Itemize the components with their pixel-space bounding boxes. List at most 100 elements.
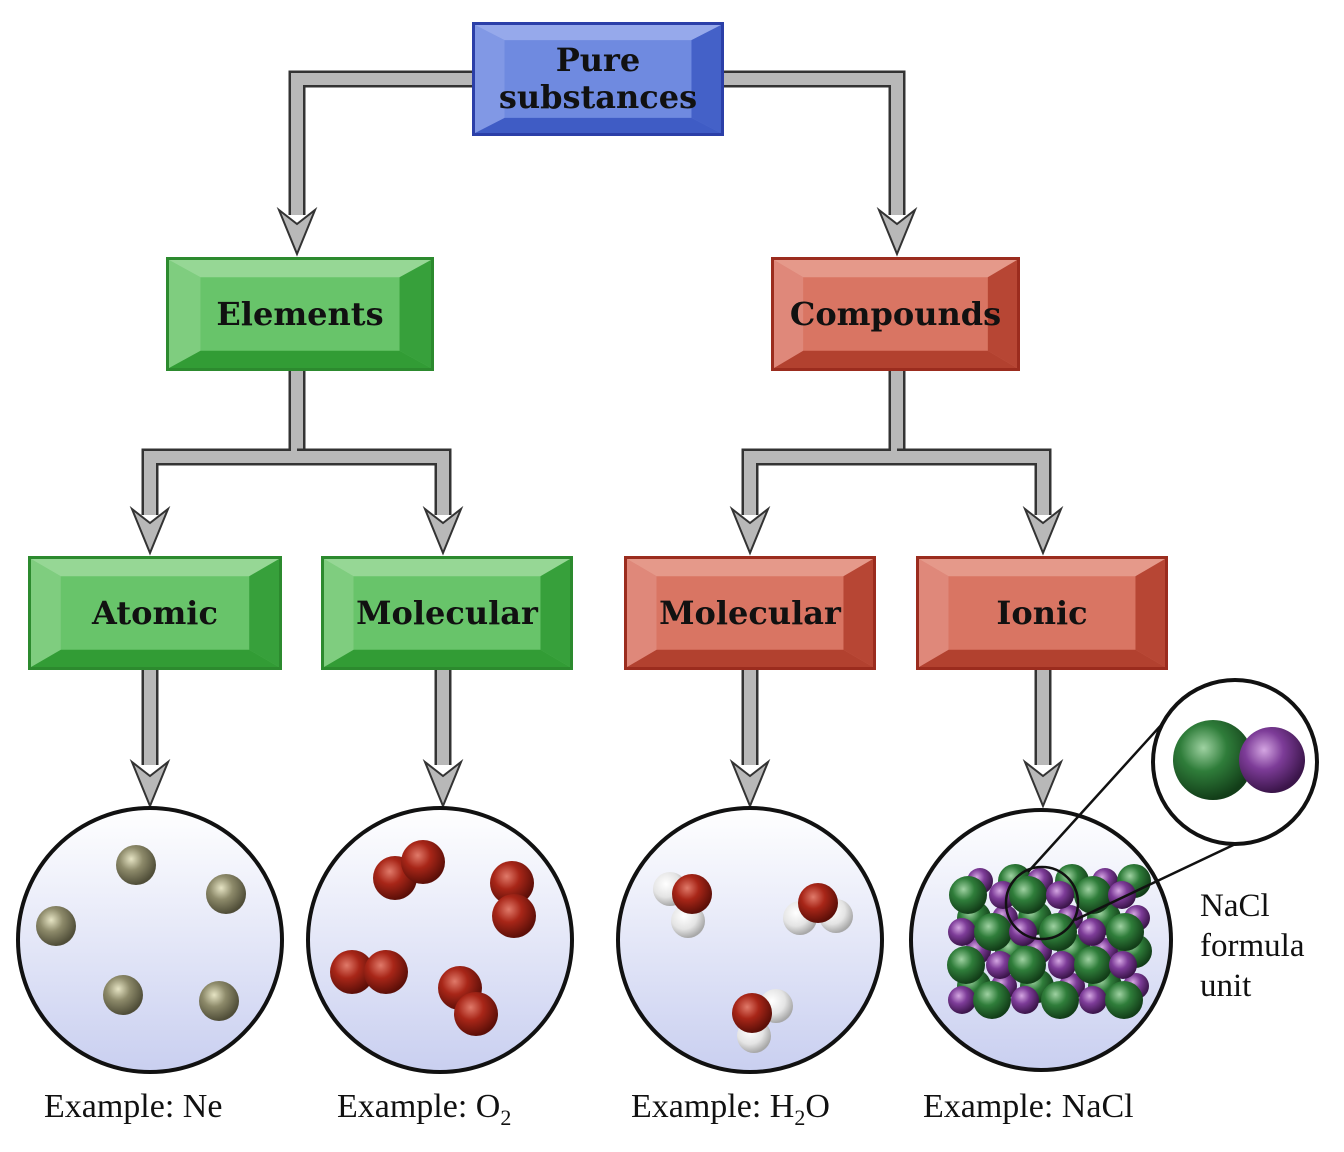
chloride-ion bbox=[1074, 946, 1112, 984]
arrow-elements-to-atomic bbox=[144, 371, 303, 515]
sodium-ion bbox=[1078, 918, 1106, 946]
node-label: Molecular bbox=[356, 593, 538, 632]
chloride-ion bbox=[1039, 913, 1077, 951]
caption-formula-suffix: O bbox=[805, 1088, 830, 1125]
arrow-root-to-elements-outline bbox=[288, 70, 472, 215]
oxygen-atom bbox=[798, 883, 838, 923]
root-label-line1: Pure bbox=[555, 41, 641, 80]
sodium-ion bbox=[948, 918, 976, 946]
oxygen-atom bbox=[401, 840, 445, 884]
water-molecule bbox=[732, 989, 793, 1053]
sodium-ion bbox=[1009, 918, 1037, 946]
arrow-root-to-elements bbox=[291, 73, 472, 215]
node-label: Compounds bbox=[789, 294, 1002, 333]
chloride-ion bbox=[949, 876, 987, 914]
label-line: NaCl bbox=[1200, 888, 1270, 924]
nacl-formula-unit-label: NaCl formula unit bbox=[1200, 886, 1304, 1006]
arrowhead-compounds bbox=[876, 206, 918, 257]
particle-circle-h2o bbox=[616, 806, 884, 1074]
node-ionic: Ionic bbox=[916, 556, 1168, 670]
node-label: Ionic bbox=[996, 593, 1088, 632]
label-line: unit bbox=[1200, 968, 1252, 1004]
sodium-ion bbox=[1109, 951, 1137, 979]
node-compounds: Compounds bbox=[771, 257, 1020, 371]
sodium-ion bbox=[1108, 881, 1136, 909]
sodium-ion bbox=[948, 986, 976, 1014]
arrowhead-ionic-example bbox=[1022, 758, 1064, 809]
chloride-ion bbox=[1041, 981, 1079, 1019]
chloride-ion bbox=[1106, 913, 1144, 951]
sodium-ion bbox=[1011, 986, 1039, 1014]
caption-example-ne: Example: Ne bbox=[44, 1088, 222, 1126]
water-molecule bbox=[783, 883, 853, 935]
neon-atom bbox=[103, 975, 143, 1015]
oxygen-atom bbox=[732, 993, 772, 1033]
chloride-ion-inset bbox=[1173, 720, 1253, 800]
node-label: Atomic bbox=[92, 593, 218, 632]
oxygen-atom bbox=[454, 992, 498, 1036]
node-label: Elements bbox=[216, 294, 384, 333]
caption-example-o2: Example: O2 bbox=[337, 1088, 511, 1131]
oxygen-atom bbox=[672, 874, 712, 914]
neon-atom bbox=[199, 981, 239, 1021]
water-molecule bbox=[653, 872, 712, 938]
node-elements: Elements bbox=[166, 257, 434, 371]
node-label: Molecular bbox=[659, 593, 841, 632]
arrow-elements-to-molecular-outline bbox=[297, 448, 452, 515]
neon-atom bbox=[116, 845, 156, 885]
chloride-ion bbox=[1009, 876, 1047, 914]
sodium-ion bbox=[1046, 881, 1074, 909]
caption-prefix: Example: bbox=[631, 1088, 770, 1125]
sodium-ion bbox=[1079, 986, 1107, 1014]
arrowhead-molecular-cmp bbox=[729, 505, 771, 556]
particle-view-water bbox=[616, 806, 884, 1074]
arrow-root-to-compounds-outline bbox=[724, 70, 906, 215]
root-label-line2: substances bbox=[498, 78, 698, 116]
node-atomic: Atomic bbox=[28, 556, 282, 670]
caption-subscript: 2 bbox=[500, 1105, 512, 1130]
oxygen-atom bbox=[492, 894, 536, 938]
oxygen-atom bbox=[490, 861, 534, 905]
neon-atom bbox=[36, 906, 76, 946]
arrow-root-to-compounds bbox=[724, 73, 903, 215]
particle-view-neon bbox=[16, 806, 284, 1074]
sodium-ion-inset bbox=[1239, 727, 1305, 793]
node-molecular-elements: Molecular bbox=[321, 556, 573, 670]
node-label: Pure substances bbox=[499, 42, 697, 116]
particle-view-nacl bbox=[909, 678, 1319, 1072]
caption-formula: H bbox=[769, 1088, 795, 1125]
connector-arrows bbox=[129, 70, 1064, 809]
caption-formula: NaCl bbox=[1061, 1088, 1134, 1125]
sodium-ion bbox=[986, 951, 1014, 979]
particle-circle-o2 bbox=[306, 806, 574, 1074]
caption-prefix: Example: bbox=[44, 1088, 183, 1125]
arrowhead-ionic bbox=[1022, 505, 1064, 556]
caption-example-h2o: Example: H2O bbox=[631, 1088, 830, 1131]
caption-prefix: Example: bbox=[337, 1088, 476, 1125]
arrow-elements-to-atomic-outline bbox=[141, 371, 306, 515]
node-pure-substances: Pure substances bbox=[472, 22, 724, 136]
chloride-ion bbox=[1105, 981, 1143, 1019]
sodium-ion bbox=[1048, 951, 1076, 979]
particle-view-oxygen bbox=[306, 806, 574, 1074]
zoom-line-top bbox=[1027, 701, 1183, 873]
node-molecular-compounds: Molecular bbox=[624, 556, 876, 670]
oxygen-molecule bbox=[490, 861, 536, 938]
caption-example-nacl: Example: NaCl bbox=[923, 1088, 1134, 1126]
chloride-ion bbox=[947, 946, 985, 984]
chloride-ion bbox=[974, 913, 1012, 951]
arrowhead-atomic-example bbox=[129, 758, 171, 809]
chloride-ion bbox=[973, 981, 1011, 1019]
oxygen-molecule bbox=[373, 840, 445, 900]
arrow-elements-to-molecular bbox=[297, 451, 449, 515]
chloride-ion bbox=[1074, 876, 1112, 914]
oxygen-molecule bbox=[438, 966, 498, 1036]
formula-unit-highlight bbox=[1004, 865, 1080, 941]
arrowhead-elements bbox=[276, 206, 318, 257]
chloride-ion bbox=[1008, 946, 1046, 984]
arrow-compounds-to-molecular-outline bbox=[741, 371, 906, 515]
caption-subscript: 2 bbox=[794, 1105, 806, 1130]
neon-atom bbox=[206, 874, 246, 914]
arrowhead-atomic bbox=[129, 505, 171, 556]
